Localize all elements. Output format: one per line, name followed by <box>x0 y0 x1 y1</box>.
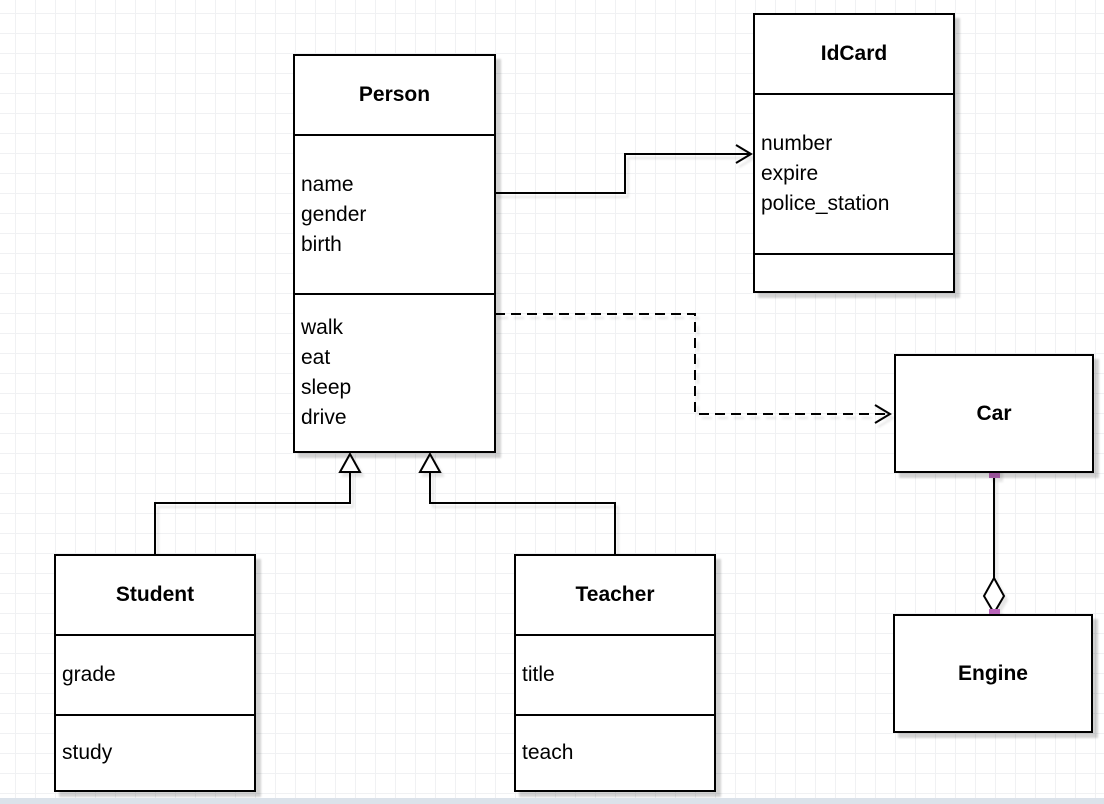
class-person-attributes: name gender birth <box>295 134 494 293</box>
method: walk <box>301 316 344 339</box>
aggregation-car-engine[interactable] <box>982 467 1006 620</box>
method: study <box>62 741 113 764</box>
attribute: expire <box>761 162 819 185</box>
class-person[interactable]: Person name gender birth walk eat sleep … <box>293 54 496 453</box>
class-idcard[interactable]: IdCard number expire police_station <box>753 13 955 293</box>
class-teacher[interactable]: Teacher title teach <box>514 554 716 792</box>
hollow-diamond-icon <box>982 575 1006 615</box>
hollow-triangle-icon <box>418 451 442 473</box>
association-person-idcard[interactable] <box>495 144 753 194</box>
method: teach <box>522 741 574 764</box>
class-student[interactable]: Student grade study <box>54 554 256 792</box>
class-teacher-attributes: title <box>516 634 714 714</box>
method: eat <box>301 346 331 369</box>
class-student-title: Student <box>115 583 195 606</box>
attribute: police_station <box>761 192 890 215</box>
class-idcard-attributes: number expire police_station <box>755 93 953 253</box>
attribute: name <box>301 172 354 196</box>
method: sleep <box>301 376 352 399</box>
open-arrowhead-icon <box>735 144 753 164</box>
attribute: grade <box>62 663 116 686</box>
dependency-person-car[interactable] <box>495 313 892 424</box>
class-person-methods: walk eat sleep drive <box>295 293 494 451</box>
attribute: title <box>522 663 555 686</box>
attribute: number <box>761 132 833 155</box>
hollow-triangle-icon <box>338 451 362 473</box>
generalization-teacher-person[interactable] <box>418 451 616 554</box>
generalization-student-person[interactable] <box>154 451 362 554</box>
class-idcard-title: IdCard <box>820 42 888 65</box>
class-car[interactable]: Car <box>894 354 1094 473</box>
class-teacher-methods: teach <box>516 714 714 790</box>
class-student-methods: study <box>56 714 254 790</box>
page-edge-strip <box>0 798 1104 804</box>
open-arrowhead-icon <box>874 404 892 424</box>
class-teacher-title: Teacher <box>575 583 655 606</box>
class-person-title: Person <box>358 83 431 106</box>
method: drive <box>301 406 347 429</box>
class-idcard-methods <box>755 253 953 291</box>
class-student-attributes: grade <box>56 634 254 714</box>
attribute: birth <box>301 232 342 256</box>
attribute: gender <box>301 202 367 226</box>
class-engine-title: Engine <box>957 661 1028 685</box>
class-car-title: Car <box>976 401 1012 425</box>
class-engine[interactable]: Engine <box>893 614 1093 733</box>
